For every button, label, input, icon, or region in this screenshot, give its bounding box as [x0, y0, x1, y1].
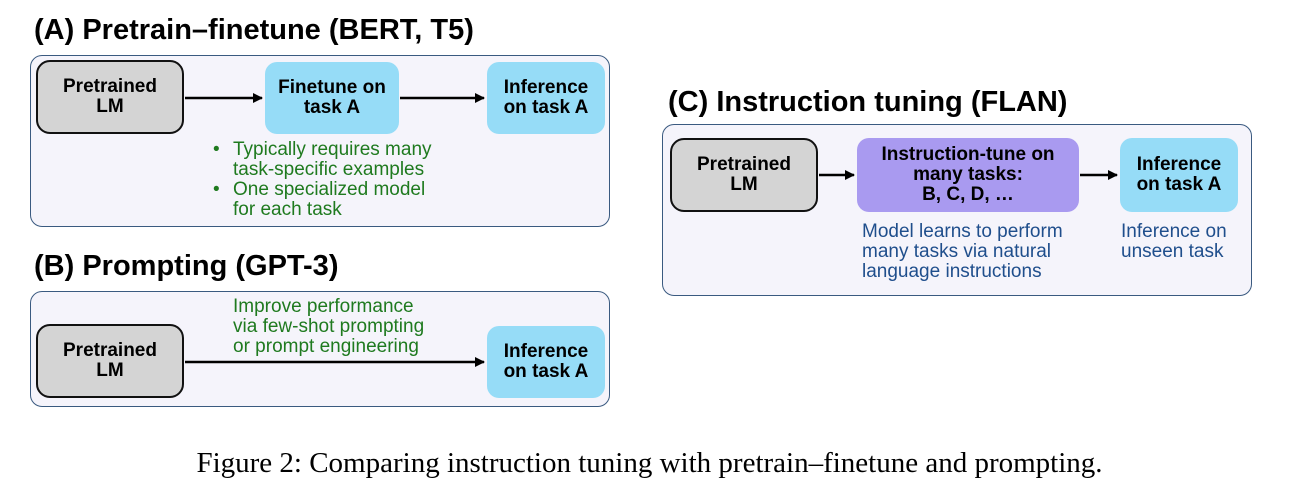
panel-b-note-line1: Improve performance	[233, 296, 414, 317]
panel-b-pretrained-line2: LM	[96, 360, 124, 381]
panel-a-bullet-1-line2: task-specific examples	[233, 159, 425, 180]
panel-c-tune-line2: many tasks:	[913, 164, 1023, 185]
panel-a-inference-line1: Inference	[503, 77, 589, 98]
panel-a-finetune-line1: Finetune on	[278, 77, 386, 98]
panel-c-tune-line1: Instruction-tune on	[881, 144, 1055, 165]
panel-c-inference-note-line2: unseen task	[1121, 241, 1224, 262]
panel-c-inference-line1: Inference	[1136, 154, 1222, 175]
panel-b-inference-line2: on task A	[503, 361, 589, 382]
panel-a-bullet-2-line1: One specialized model	[233, 179, 426, 200]
panel-c-tune-note-line1: Model learns to perform	[862, 221, 1063, 242]
panel-b-note-line3: or prompt engineering	[233, 336, 419, 357]
bullet-icon: •	[213, 179, 220, 200]
panel-c-title: (C) Instruction tuning (FLAN)	[668, 86, 1068, 118]
panel-b-note-line2: via few-shot prompting	[233, 316, 425, 337]
panel-a-finetune-line2: task A	[303, 97, 361, 118]
panel-c-pretrained-line2: LM	[730, 174, 758, 195]
bullet-icon: •	[213, 139, 220, 160]
panel-a-pretrained-line2: LM	[96, 96, 124, 117]
panel-c-inference-note-line1: Inference on	[1121, 221, 1227, 242]
panel-a-pretrained-line1: Pretrained	[63, 76, 157, 97]
panel-a-bullet-1-line1: Typically requires many	[233, 139, 432, 160]
panel-a-bullet-2-line2: for each task	[233, 199, 342, 220]
panel-c-pretrained-line1: Pretrained	[697, 154, 791, 175]
panel-c-inference-line2: on task A	[1136, 174, 1222, 195]
panel-c-tune-line3: B, C, D, …	[922, 184, 1014, 205]
panel-b-title: (B) Prompting (GPT-3)	[34, 250, 339, 282]
panel-b-pretrained-line1: Pretrained	[63, 340, 157, 361]
panel-c-inference-note: Inference on unseen task	[1121, 222, 1227, 262]
panel-b-inference-line1: Inference	[503, 341, 589, 362]
panel-c-tune-note: Model learns to perform many tasks via n…	[862, 222, 1063, 282]
panel-b-note: Improve performance via few-shot prompti…	[233, 297, 424, 357]
panel-c-tune-note-line3: language instructions	[862, 261, 1042, 282]
panel-a-inference-line2: on task A	[503, 97, 589, 118]
panel-a-title: (A) Pretrain–finetune (BERT, T5)	[34, 14, 474, 46]
figure-caption: Figure 2: Comparing instruction tuning w…	[196, 447, 1103, 479]
panel-c-tune-note-line2: many tasks via natural	[862, 241, 1052, 262]
